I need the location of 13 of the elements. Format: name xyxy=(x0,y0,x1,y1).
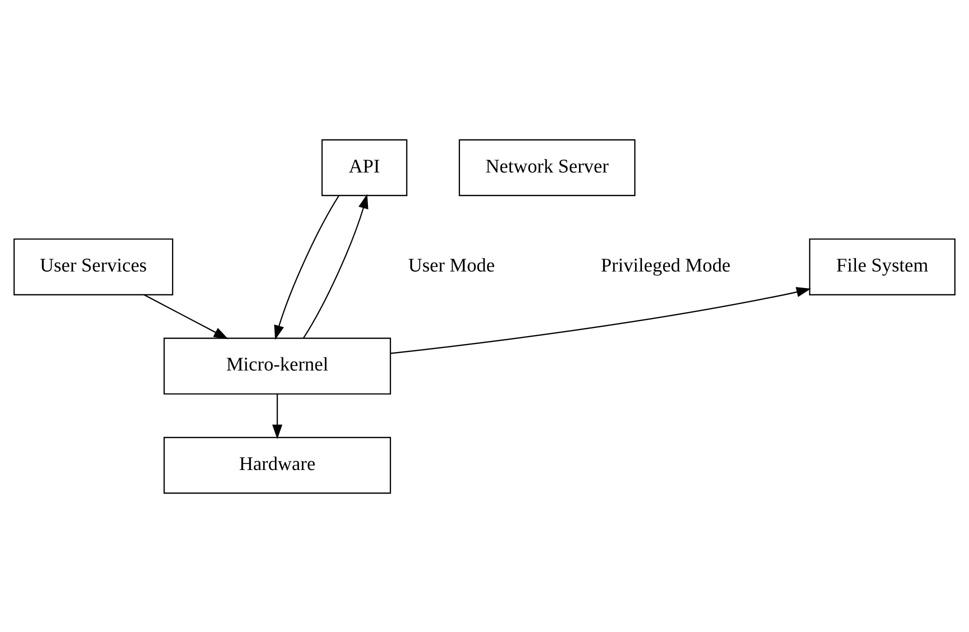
label: Privileged Mode xyxy=(600,254,730,276)
label: User Mode xyxy=(408,254,495,276)
arrow xyxy=(390,286,811,354)
arrow xyxy=(144,294,228,339)
node-box: File System xyxy=(809,238,956,295)
node-box: Hardware xyxy=(164,436,392,494)
node-box: User Services xyxy=(14,238,174,295)
node-box: Micro-kernel xyxy=(164,337,392,394)
arrow xyxy=(302,193,368,338)
node-box: API xyxy=(321,138,408,196)
arrow xyxy=(272,394,282,439)
arrow xyxy=(274,194,340,340)
node-box: Network Server xyxy=(458,138,636,196)
